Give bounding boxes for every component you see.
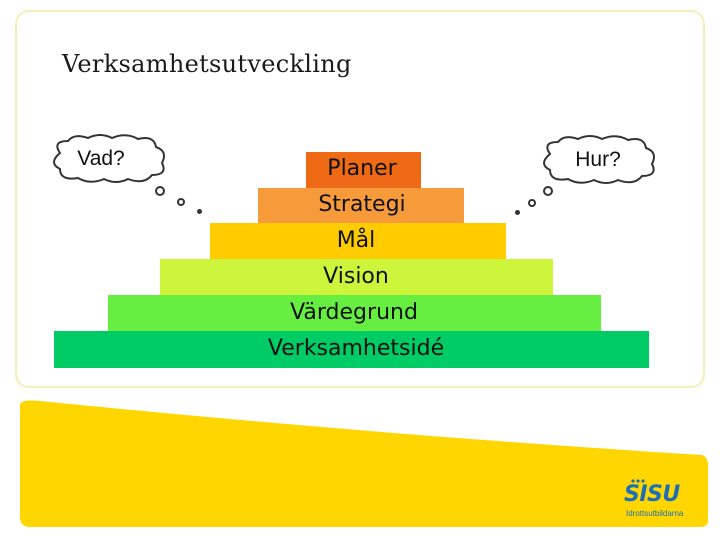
thought-bubble-left-1 <box>155 186 165 196</box>
cloud-shape-left <box>53 134 165 183</box>
thought-cloud-right: Hur? <box>536 134 660 186</box>
slide-title: Verksamhetsutveckling <box>62 50 352 78</box>
tier-label-verksamhetside: Verksamhetsidé <box>267 336 445 361</box>
thought-bubble-left-2 <box>177 198 185 206</box>
tier-label-vardegrund: Värdegrund <box>290 300 418 325</box>
thought-text-right: Hur? <box>575 148 621 171</box>
thought-text-left: Vad? <box>77 147 125 170</box>
thought-dot-left <box>197 209 202 214</box>
logo-subtitle: Idrottsutbildarna <box>626 509 684 518</box>
logo-dots-icon <box>631 479 645 483</box>
tier-strategi <box>258 188 464 223</box>
tier-mal <box>210 223 506 260</box>
yellow-band <box>20 400 708 527</box>
tier-label-strategi: Strategi <box>318 192 406 217</box>
tier-vision <box>160 259 553 295</box>
thought-cloud-left: Vad? <box>46 133 170 185</box>
thought-dot-right <box>515 210 520 215</box>
tier-planer <box>306 152 421 188</box>
tier-label-planer: Planer <box>327 156 397 181</box>
thought-bubble-right-1 <box>543 186 553 196</box>
thought-bubble-right-2 <box>528 199 536 207</box>
cloud-shape-right <box>543 135 655 184</box>
logo-wordmark: SISU <box>624 482 680 507</box>
tier-verksamhetside <box>54 331 649 368</box>
sisu-logo: SISU Idrottsutbildarna <box>624 479 704 518</box>
tier-label-vision: Vision <box>323 264 389 289</box>
tier-label-mal: Mål <box>336 228 376 253</box>
tier-vardegrund <box>108 295 601 331</box>
